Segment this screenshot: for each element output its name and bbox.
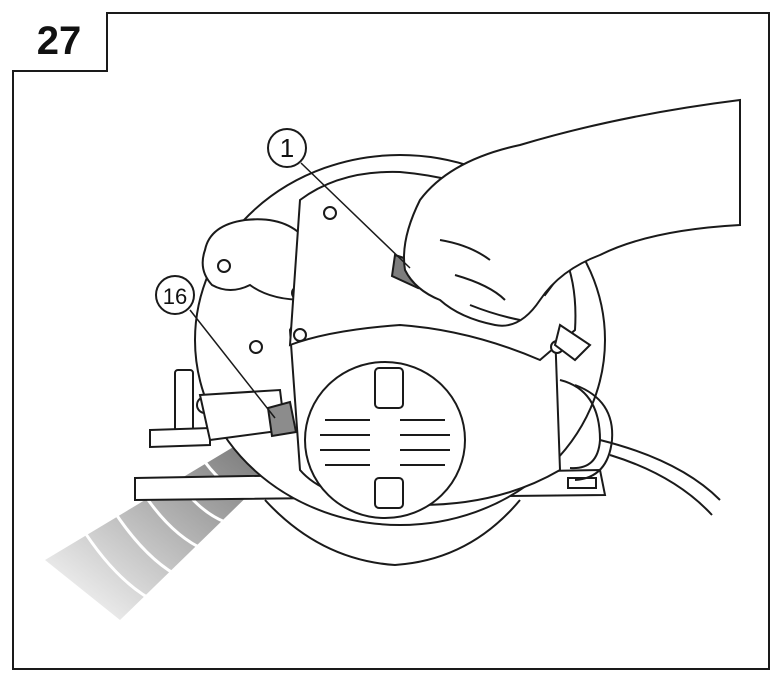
callout-1-label: 1 — [280, 133, 294, 163]
callout-1: 1 — [267, 128, 307, 168]
dust-nozzle — [266, 400, 298, 438]
callout-leaders — [189, 162, 411, 419]
figure-number-tab: 27 — [12, 12, 108, 72]
power-cord — [559, 379, 721, 516]
callout-16-label: 16 — [163, 284, 187, 309]
figure-frame — [12, 12, 770, 670]
callout-16: 16 — [155, 275, 195, 315]
hand — [403, 98, 741, 327]
figure-number: 27 — [36, 18, 82, 63]
